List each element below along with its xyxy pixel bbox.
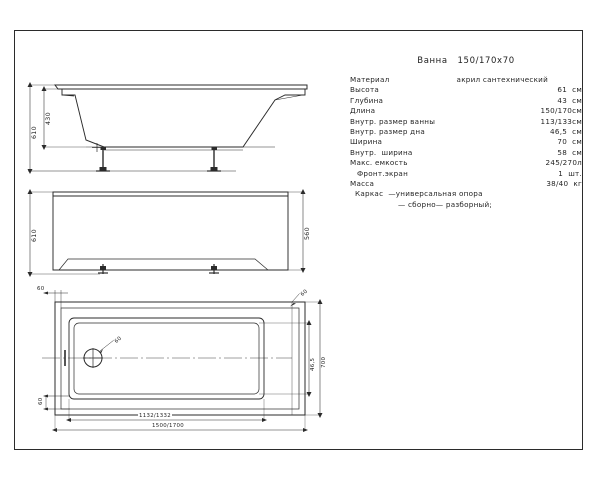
side-elevation-view (27, 82, 308, 174)
spec-key-inner-bottom: Внутр. размер дна (350, 127, 426, 137)
spec-key-depth: Глубина (350, 95, 384, 105)
dim-plan-1500-1700: 1500/1700 (151, 423, 185, 429)
leg-left (96, 147, 110, 172)
drain-outlet (83, 339, 115, 368)
spec-key-length: Длина (350, 106, 376, 116)
spec-key-front-panel: Фронт.экран (357, 168, 409, 178)
leg-right (207, 147, 221, 172)
spec-row-width: Ширина 70 см (350, 137, 582, 147)
spec-key-height: Высота (350, 85, 380, 95)
spec-value-front-panel: 1 шт. (558, 168, 582, 178)
spec-value-inner-size: 113/133см (540, 116, 582, 126)
spec-row-height: Высота 61 см (350, 85, 582, 95)
dim-front-610: 610 (31, 228, 38, 243)
dim-front-560: 560 (304, 226, 311, 241)
spec-value-width: 70 см (557, 137, 582, 147)
drawing-border (14, 30, 583, 450)
spec-frame-note-line2: — сборно— разборный; (398, 199, 493, 209)
dim-side-610: 610 (31, 125, 38, 140)
spec-frame-note-line1: Каркас —универсальная опора (355, 189, 483, 199)
front-leg-left (98, 264, 108, 274)
spec-value-capacity: 245/270л (545, 158, 582, 168)
spec-row-front-panel: Фронт.экран 1 шт. (350, 169, 582, 179)
spec-row-capacity: Макс. емкость 245/270л (350, 158, 582, 168)
spec-key-inner-width: Внутр. ширина (350, 147, 413, 157)
dim-plan-700: 700 (321, 355, 327, 369)
dim-plan-1132-1332: 1132/1332 (138, 413, 172, 419)
spec-value-inner-bottom: 46,5 см (550, 127, 582, 137)
spec-row-inner-size: Внутр. размер ванны 113/133см (350, 117, 582, 127)
drawing-title: Ванна 150/170x70 (417, 56, 515, 66)
dim-plan-60-bottomleft: 60 (38, 396, 44, 406)
front-leg-right (209, 264, 219, 274)
spec-row-inner-bottom: Внутр. размер дна 46,5 см (350, 127, 582, 137)
spec-key-material: Материал (350, 75, 390, 84)
spec-key-width: Ширина (350, 137, 383, 147)
spec-row-inner-width: Внутр. ширина 58 см (350, 148, 582, 158)
spec-row-material: Материал акрил сантехнический (350, 75, 582, 85)
spec-value-material: акрил сантехнический (456, 75, 548, 84)
dim-plan-465: 46,5 (310, 356, 316, 372)
spec-row-length: Длина 150/170см (350, 106, 582, 116)
spec-key-mass: Масса (350, 179, 375, 189)
spec-value-height: 61 см (557, 85, 582, 95)
spec-value-inner-width: 58 см (557, 147, 582, 157)
front-elevation-view (27, 189, 306, 277)
spec-row-depth: Глубина 43 см (350, 96, 582, 106)
spec-row-mass: Масса 38/40 кг (350, 179, 582, 189)
spec-key-inner-size: Внутр. размер ванны (350, 116, 436, 126)
spec-value-length: 150/170см (540, 106, 582, 116)
plan-view (42, 290, 323, 432)
spec-value-depth: 43 см (557, 95, 582, 105)
dim-plan-60-topleft: 60 (36, 286, 46, 292)
spec-key-capacity: Макс. емкость (350, 158, 408, 168)
specification-block: Ванна 150/170x70 Материал акрил сантехни… (350, 56, 582, 210)
spec-value-mass: 38/40 кг (546, 179, 582, 189)
dim-side-430: 430 (45, 111, 52, 126)
